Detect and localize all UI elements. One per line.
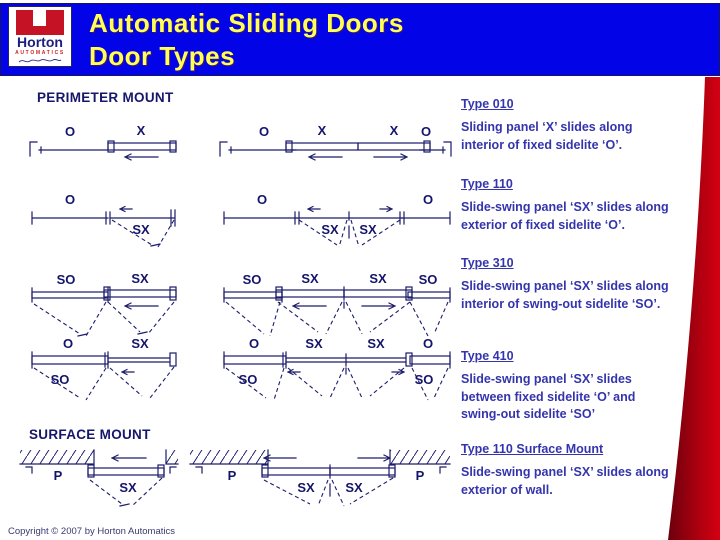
panel-label: SX <box>301 271 319 286</box>
diagram-010-bipart: O X X O <box>219 123 452 161</box>
panel-label: O <box>65 192 75 207</box>
panel-label: SX <box>345 480 363 495</box>
panel-label: SX <box>359 222 377 237</box>
panel-label: O <box>259 124 269 139</box>
slide-arrow-left <box>124 153 159 161</box>
panel-label: P <box>416 468 425 483</box>
type-title: Type 010 <box>461 97 514 111</box>
diagram-310-bipart: SO SX SX SO <box>223 271 451 337</box>
logo-tagline-script <box>18 58 62 63</box>
diagram-110-single: O SX <box>31 192 176 248</box>
logo-name: Horton <box>17 34 63 50</box>
panel-label: O <box>423 192 433 207</box>
slide-arrow-left <box>292 302 327 310</box>
slide-arrow-left <box>111 454 147 462</box>
slide-arrow-left <box>307 205 321 213</box>
panel-label: O <box>65 124 75 139</box>
panel-label: O <box>421 124 431 139</box>
diagram-type-110: O SX O SX SX O <box>31 192 451 248</box>
slide-arrow-left <box>287 368 301 376</box>
panel-label: O <box>63 336 73 351</box>
type-title: Type 310 <box>461 256 514 270</box>
type-title: Type 410 <box>461 349 514 363</box>
diagram-type-110-surface: P SX P SX SX P <box>19 449 451 507</box>
wall-hatch <box>190 450 268 464</box>
diagram-type-010: O X O X X O <box>29 123 452 161</box>
diagram-type-310: SO SX SO SX SX SO <box>31 271 451 337</box>
diagram-110sm-single: P SX <box>19 449 179 507</box>
type-block-310: Type 310 Slide-swing panel ‘SX’ slides a… <box>461 255 669 313</box>
slide-arrow-left <box>263 454 297 462</box>
wall-hatch <box>20 450 94 464</box>
panel-label: SO <box>419 272 438 287</box>
diagram-010-single: O X <box>29 123 177 161</box>
panel-label: SX <box>119 480 137 495</box>
header-bar: Automatic Sliding Doors Door Types <box>0 3 720 76</box>
slide-arrow-right <box>379 205 393 213</box>
panel-label: SX <box>321 222 339 237</box>
type-desc: Slide-swing panel ‘SX’ slides between fi… <box>461 371 636 422</box>
copyright-text: Copyright © 2007 by Horton Automatics <box>8 526 176 537</box>
section-heading-surface-mount: SURFACE MOUNT <box>29 427 151 442</box>
panel-label: SX <box>305 336 323 351</box>
wall-hatch <box>166 450 178 464</box>
slide-arrow-left <box>119 205 133 213</box>
slide-arrow-left <box>124 302 159 310</box>
logo-subtext: AUTOMATICS <box>15 50 65 56</box>
slide-arrow-right <box>361 302 396 310</box>
type-desc: Sliding panel ‘X’ slides along interior … <box>461 119 633 152</box>
panel-label: O <box>257 192 267 207</box>
panel-label: SX <box>131 336 149 351</box>
diagram-410-bipart: O SX SX O SO SO <box>223 336 451 401</box>
panel-label: O <box>249 336 259 351</box>
type-block-110-surface: Type 110 Surface Mount Slide-swing panel… <box>461 441 669 499</box>
type-block-410: Type 410 Slide-swing panel ‘SX’ slides b… <box>461 348 669 424</box>
panel-label: X <box>137 123 146 138</box>
diagram-110-bipart: O SX SX O <box>223 192 451 248</box>
panel-label: SX <box>297 480 315 495</box>
type-block-110: Type 110 Slide-swing panel ‘SX’ slides a… <box>461 176 669 234</box>
logo-door-icon <box>16 10 64 35</box>
slide-title: Automatic Sliding Doors Door Types <box>89 8 404 71</box>
panel-label: SO <box>415 372 434 387</box>
panel-label: X <box>390 123 399 138</box>
panel-label: SX <box>132 222 150 237</box>
slide-arrow-right <box>391 368 405 376</box>
panel-label: P <box>228 468 237 483</box>
diagram-310-single: SO SX <box>31 271 177 337</box>
diagram-110sm-bipart: P SX SX P <box>189 449 451 507</box>
panel-label: SX <box>367 336 385 351</box>
panel-label: SO <box>57 272 76 287</box>
slide-arrow-right <box>373 153 408 161</box>
type-desc: Slide-swing panel ‘SX’ slides along exte… <box>461 199 669 232</box>
diagram-410-single: O SX SO <box>31 336 177 401</box>
type-block-010: Type 010 Sliding panel ‘X’ slides along … <box>461 96 669 154</box>
panel-label: P <box>54 468 63 483</box>
type-desc: Slide-swing panel ‘SX’ slides along exte… <box>461 464 669 497</box>
panel-label: X <box>318 123 327 138</box>
type-title: Type 110 <box>461 177 513 191</box>
wall-hatch <box>390 450 450 464</box>
panel-label: SX <box>369 271 387 286</box>
type-title: Type 110 Surface Mount <box>461 442 604 456</box>
panel-label: SO <box>243 272 262 287</box>
section-heading-perimeter-mount: PERIMETER MOUNT <box>37 90 174 105</box>
panel-label: SO <box>239 372 258 387</box>
slide-arrow-right <box>357 454 391 462</box>
diagram-type-410: O SX SO O SX SX O SO SO <box>31 336 451 401</box>
slide-arrow-left <box>308 153 343 161</box>
slide-arrow-left <box>121 368 135 376</box>
panel-label: SO <box>51 372 70 387</box>
panel-label: O <box>423 336 433 351</box>
horton-logo: Horton AUTOMATICS <box>8 6 72 67</box>
red-crescent-decoration <box>668 77 720 540</box>
panel-label: SX <box>131 271 149 286</box>
type-desc: Slide-swing panel ‘SX’ slides along inte… <box>461 278 669 311</box>
